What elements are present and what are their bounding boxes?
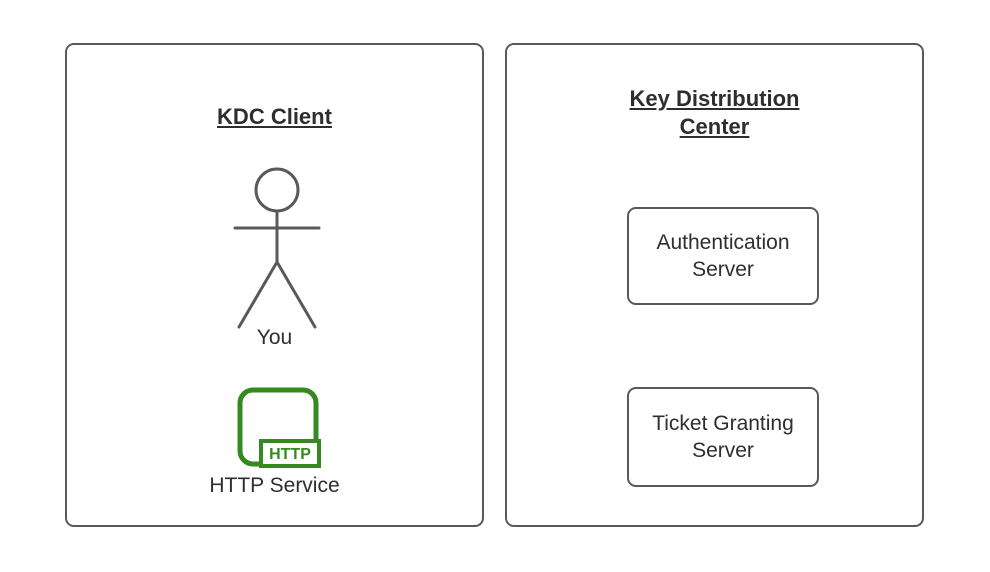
actor-label: You — [256, 326, 293, 349]
kdc-client-title-text: KDC Client — [217, 104, 332, 129]
authentication-server-node: Authentication Server — [627, 207, 819, 305]
ticket-granting-server-node: Ticket Granting Server — [627, 387, 819, 487]
key-distribution-center-panel: Key Distribution Center Authentication S… — [505, 43, 924, 527]
kdc-client-panel: KDC Client You HTTP HTTP Service — [65, 43, 484, 527]
http-badge-label: HTTP — [269, 446, 311, 463]
kdc-title: Key Distribution Center — [507, 85, 922, 141]
node-label: Authentication Server — [656, 231, 790, 281]
http-service-label: HTTP Service — [209, 474, 340, 497]
stick-figure-icon — [233, 167, 321, 329]
kdc-title-line-2: Center — [679, 114, 750, 139]
kdc-client-title: KDC Client — [67, 103, 482, 131]
kdc-title-line-1: Key Distribution — [629, 86, 800, 111]
http-service-icon: HTTP — [237, 387, 321, 468]
node-label: Ticket Granting Server — [652, 412, 794, 462]
